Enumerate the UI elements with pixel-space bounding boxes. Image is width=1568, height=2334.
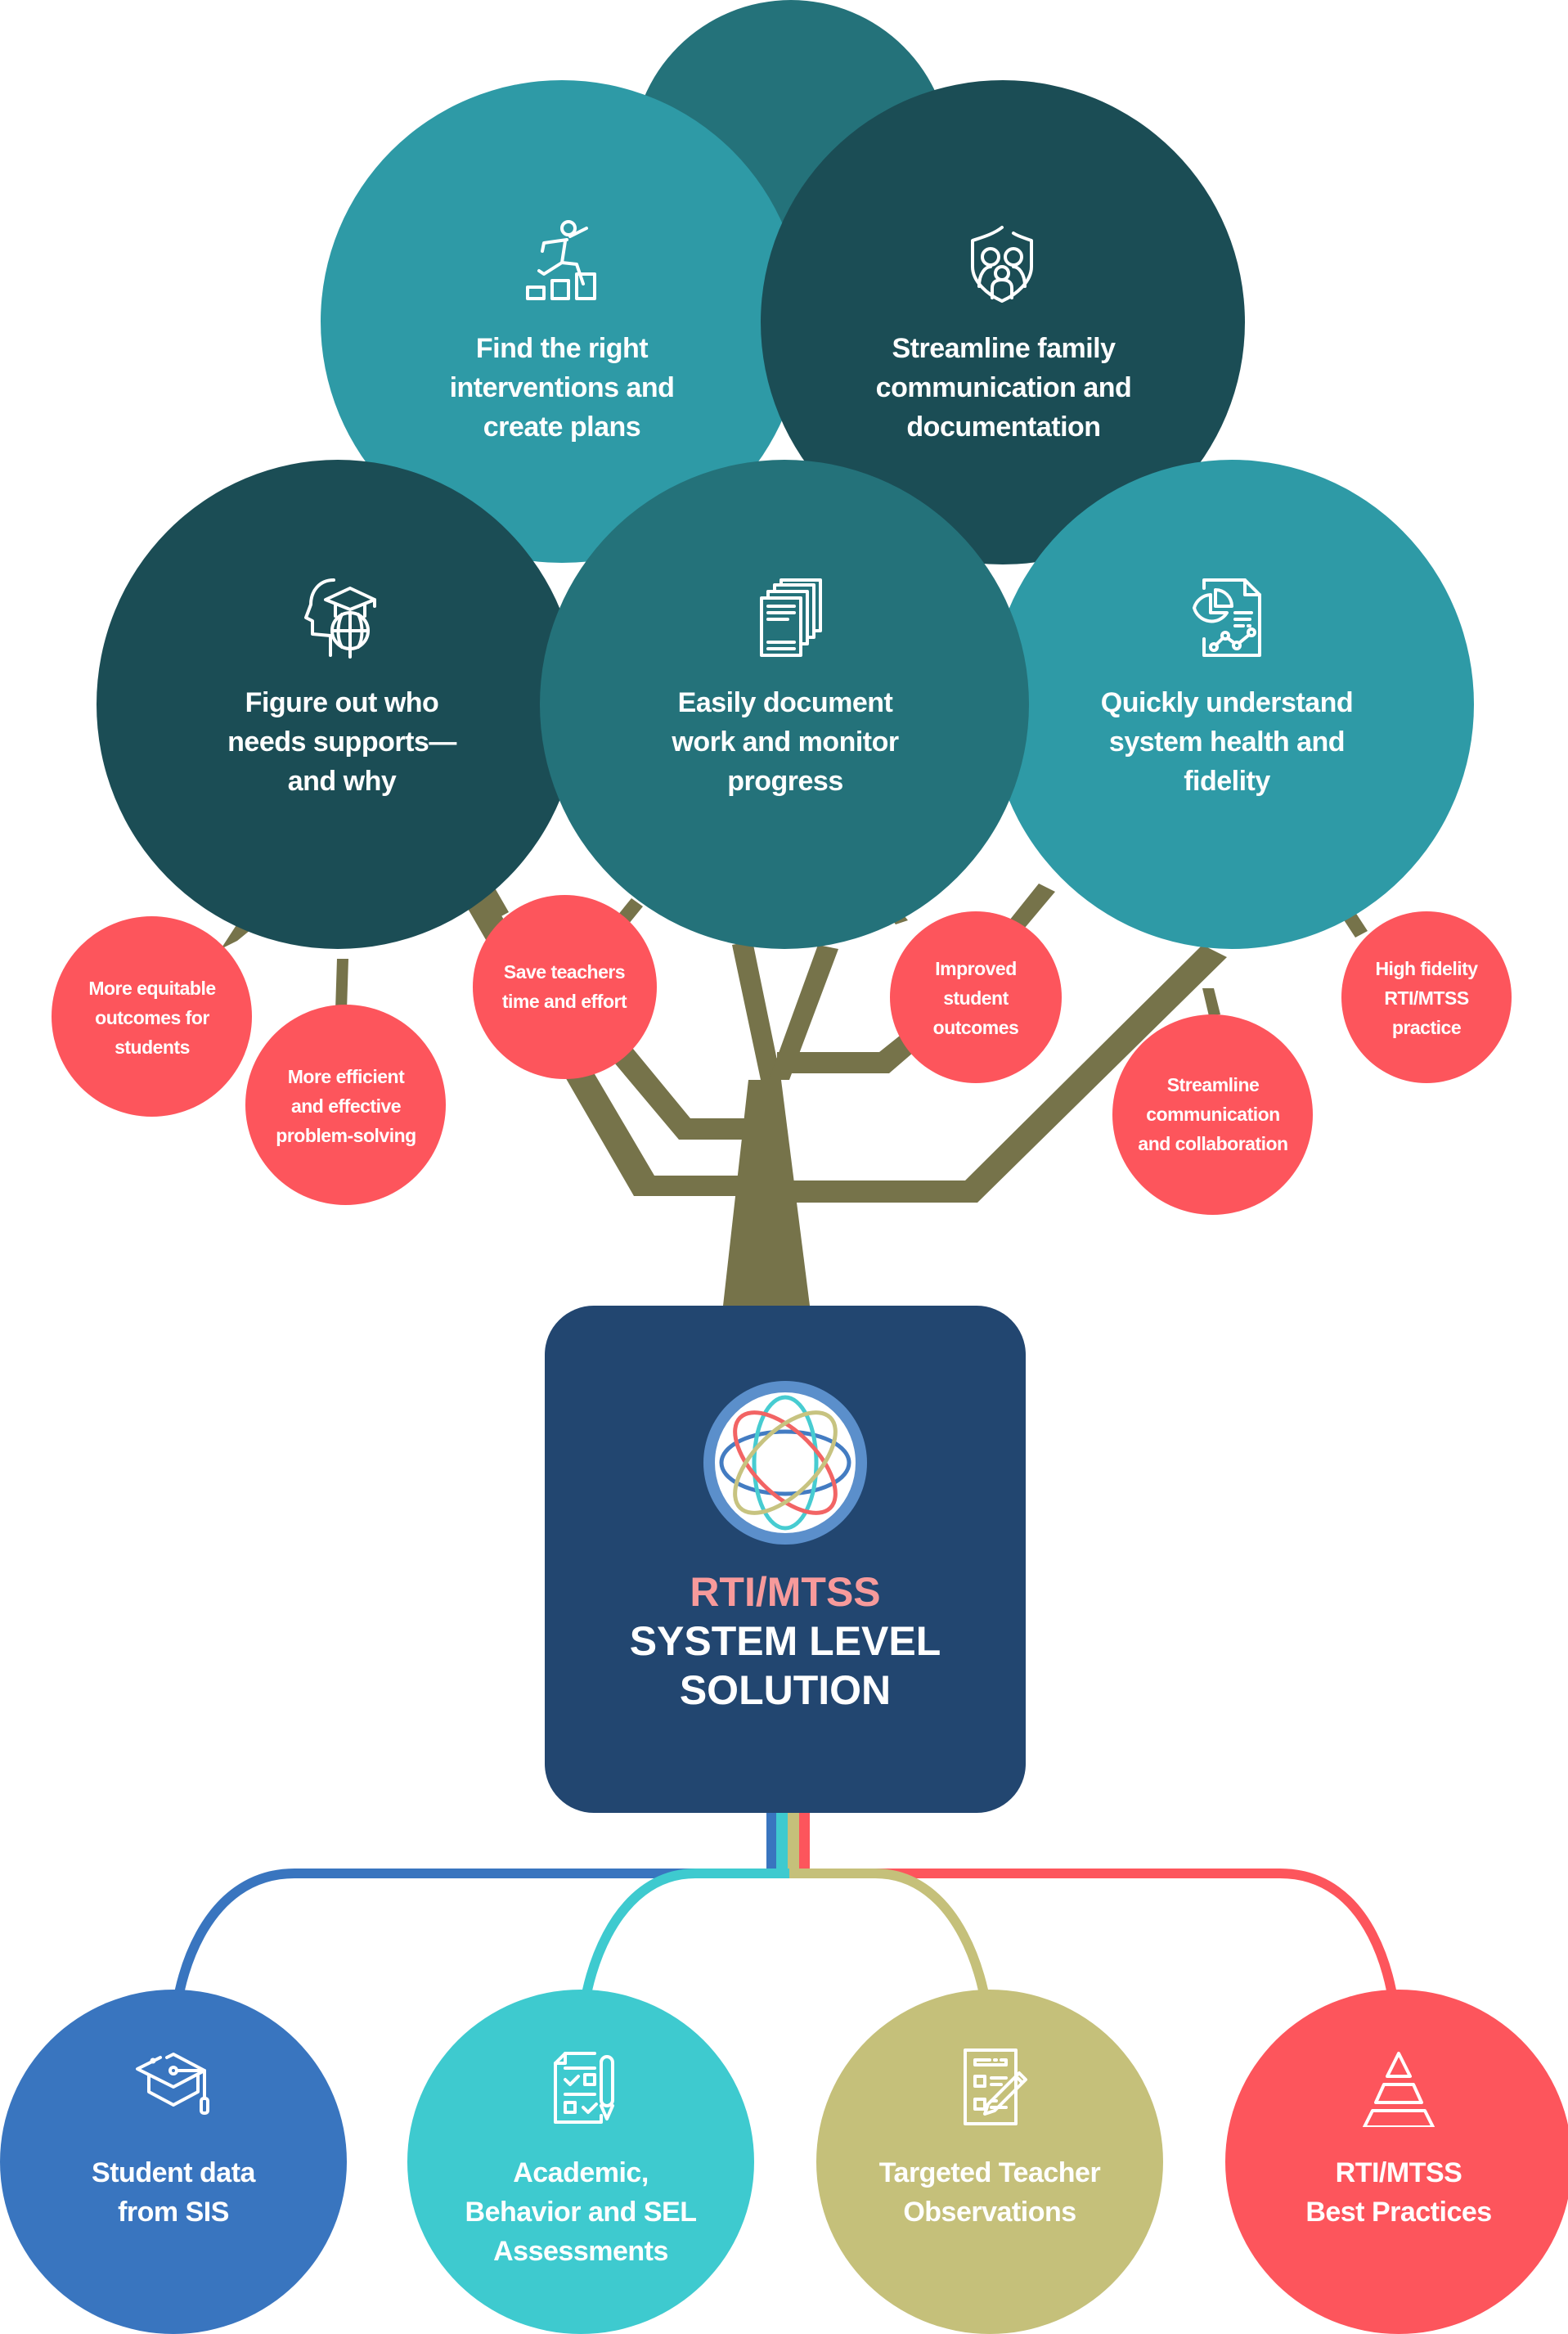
- root-circle-sis: [0, 1990, 347, 2334]
- label-line: Easily document: [677, 687, 893, 718]
- root-circle-observations: [816, 1990, 1163, 2334]
- label-line: Best Practices: [1305, 2197, 1492, 2228]
- root-circle-assessments: [407, 1990, 754, 2334]
- label-line: outcomes for: [95, 1007, 209, 1028]
- label-line: work and monitor: [672, 726, 899, 758]
- label-line: from SIS: [118, 2197, 229, 2228]
- root-label-assessments: Academic, Behavior and SEL Assessments: [458, 2153, 703, 2271]
- label-line: communication: [1146, 1104, 1280, 1125]
- branch-right-outer: [777, 945, 1227, 1203]
- label-line: student: [943, 987, 1009, 1009]
- label-line: students: [115, 1037, 190, 1058]
- fruit-efficient: [245, 1005, 446, 1205]
- branch-right-middle: [777, 1023, 937, 1073]
- core-title-line3: SOLUTION: [679, 1667, 892, 1713]
- fruit-label-streamline: Streamline communication and collaborati…: [1127, 1070, 1299, 1158]
- label-line: RTI/MTSS: [1384, 987, 1469, 1009]
- label-line: More equitable: [88, 978, 216, 999]
- label-line: and effective: [290, 1095, 402, 1117]
- canopy-label-family: Streamline family communication and docu…: [869, 329, 1139, 447]
- document-stack-icon: [760, 578, 822, 657]
- label-line: Save teachers: [503, 961, 626, 983]
- label-line: Find the right: [475, 333, 649, 364]
- canopy-circle-supports: [97, 460, 579, 949]
- label-line: communication and: [875, 372, 1132, 403]
- root-label-observations: Targeted Teacher Observations: [867, 2153, 1112, 2232]
- core-title: RTI/MTSS SYSTEM LEVEL SOLUTION: [545, 1567, 1026, 1715]
- fruit-improved: [890, 911, 1062, 1083]
- canopy-label-health: Quickly understand system health and fid…: [1092, 683, 1362, 801]
- core-solution-box: RTI/MTSS SYSTEM LEVEL SOLUTION: [545, 1306, 1026, 1813]
- label-line: documentation: [906, 411, 1101, 443]
- canopy-label-interventions: Find the right interventions and create …: [427, 329, 697, 447]
- label-line: Quickly understand: [1100, 687, 1354, 718]
- twig-streamline: [1202, 988, 1220, 1016]
- canopy-circle-document: [540, 460, 1029, 949]
- observation-form-icon: [964, 2048, 1027, 2125]
- fruit-label-save-time: Save teachers time and effort: [478, 957, 650, 1016]
- label-line: More efficient: [287, 1066, 405, 1087]
- root-stem-red: [799, 1813, 810, 1869]
- label-line: Improved: [935, 958, 1017, 979]
- pyramid-icon: [1363, 2052, 1435, 2127]
- core-title-line2: SYSTEM LEVEL: [629, 1618, 941, 1664]
- twig-improved-b: [1006, 884, 1055, 933]
- core-title-accent: RTI/MTSS: [690, 1569, 881, 1615]
- root-label-best-practices: RTI/MTSS Best Practices: [1276, 2153, 1521, 2232]
- label-line: Targeted Teacher: [878, 2157, 1101, 2188]
- label-line: RTI/MTSS: [1335, 2157, 1462, 2188]
- label-line: progress: [727, 766, 843, 797]
- jumping-steps-icon: [526, 220, 596, 300]
- label-line: Streamline: [1166, 1074, 1260, 1095]
- report-chart-icon: [1193, 578, 1261, 657]
- fruit-label-efficient: More efficient and effective problem-sol…: [260, 1062, 432, 1150]
- root-stem-cyan: [776, 1813, 788, 1869]
- canopy-circle-health: [990, 460, 1474, 949]
- fruit-save-time: [473, 895, 657, 1079]
- label-line: system health and: [1108, 726, 1346, 758]
- head-graduation-globe-icon: [304, 578, 376, 659]
- interwoven-rings-logo: [703, 1381, 867, 1545]
- label-line: and why: [287, 766, 397, 797]
- graduation-cap-icon: [136, 2053, 209, 2115]
- label-line: Student data: [92, 2157, 255, 2188]
- label-line: High fidelity: [1375, 958, 1478, 979]
- canopy-label-document: Easily document work and monitor progres…: [650, 683, 920, 801]
- checklist-pencil-icon: [554, 2052, 614, 2124]
- branch-left-outer: [458, 884, 765, 1196]
- label-line: outcomes: [932, 1017, 1019, 1038]
- label-line: time and effort: [501, 991, 627, 1012]
- label-line: problem-solving: [276, 1125, 416, 1146]
- fruit-streamline: [1112, 1014, 1313, 1215]
- label-line: Observations: [903, 2197, 1076, 2228]
- label-line: create plans: [483, 411, 641, 443]
- label-line: needs supports—: [227, 726, 456, 758]
- root-circle-best-practices: [1225, 1990, 1568, 2334]
- family-shield-icon: [971, 226, 1033, 303]
- root-stem-olive: [788, 1813, 799, 1869]
- label-line: Streamline family: [892, 333, 1116, 364]
- fruit-equitable: [52, 916, 252, 1117]
- root-label-sis: Student data from SIS: [51, 2153, 296, 2232]
- canopy-label-supports: Figure out who needs supports— and why: [207, 683, 477, 801]
- label-line: Assessments: [493, 2236, 668, 2267]
- label-line: Figure out who: [245, 687, 439, 718]
- fruit-label-improved: Improved student outcomes: [890, 954, 1062, 1042]
- fruit-label-equitable: More equitable outcomes for students: [66, 974, 238, 1062]
- root-stem-blue: [766, 1813, 776, 1869]
- label-line: Academic,: [513, 2157, 649, 2188]
- label-line: practice: [1391, 1017, 1462, 1038]
- label-line: interventions and: [449, 372, 675, 403]
- label-line: and collaboration: [1138, 1133, 1288, 1154]
- fruit-fidelity: [1341, 911, 1512, 1083]
- branch-center-right: [769, 945, 838, 1080]
- label-line: fidelity: [1184, 766, 1270, 797]
- fruit-label-fidelity: High fidelity RTI/MTSS practice: [1341, 954, 1512, 1042]
- twig-efficient: [335, 959, 348, 1010]
- label-line: Behavior and SEL: [465, 2197, 697, 2228]
- branch-left-middle: [601, 1035, 765, 1140]
- branch-center-left: [732, 941, 781, 1080]
